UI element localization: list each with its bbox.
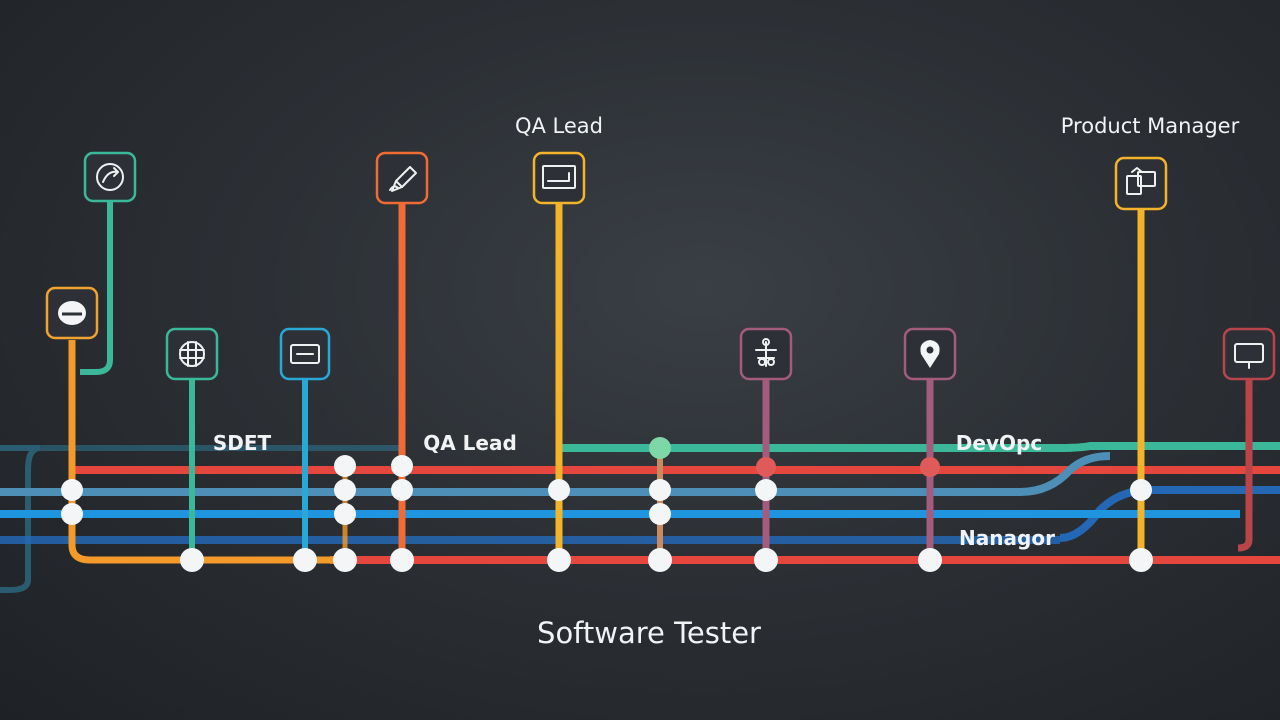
station-node — [391, 455, 413, 477]
station-node — [61, 479, 83, 501]
refresh-icon — [83, 151, 137, 203]
station-node — [548, 479, 570, 501]
station-node — [334, 479, 356, 501]
nodes — [61, 437, 1153, 572]
clipboard-icon — [1114, 156, 1168, 211]
station-node — [648, 548, 672, 572]
connector-display — [1237, 378, 1253, 552]
track-teal — [560, 442, 1280, 452]
label-qa-lead-mid: QA Lead — [423, 431, 517, 455]
station-node — [547, 548, 571, 572]
station-node — [1130, 479, 1152, 501]
station-node — [61, 503, 83, 525]
track-dark-teal — [0, 445, 41, 593]
presentation-icon — [532, 151, 586, 205]
label-product-manager: Product Manager — [1061, 114, 1240, 138]
station-node — [754, 548, 778, 572]
tracks — [0, 340, 1280, 593]
station-node-red — [756, 457, 776, 477]
label-software-tester: Software Tester — [537, 616, 761, 650]
station-node — [391, 479, 413, 501]
connector-refresh — [80, 200, 113, 375]
station-node — [755, 479, 777, 501]
label-qa-lead-top: QA Lead — [515, 114, 603, 138]
globe-icon — [165, 327, 219, 381]
station-node — [334, 503, 356, 525]
pen-icon — [375, 151, 429, 205]
station-node — [333, 548, 357, 572]
location-pin-icon — [903, 327, 957, 381]
label-sdet: SDET — [213, 431, 272, 455]
station-node — [649, 479, 671, 501]
labels: QA Lead Product Manager SDET QA Lead Dev… — [213, 114, 1240, 650]
track-slate — [0, 452, 1111, 496]
station-node — [293, 548, 317, 572]
label-manager: Nanagor — [959, 526, 1055, 550]
station-node — [180, 548, 204, 572]
station-node-teal — [649, 437, 671, 459]
icons — [45, 151, 1276, 381]
track-orange-lower — [68, 340, 345, 564]
station-node — [390, 548, 414, 572]
display-icon — [1222, 327, 1276, 381]
station-node — [334, 455, 356, 477]
station-node — [649, 503, 671, 525]
station-node — [918, 548, 942, 572]
monitor-icon — [279, 327, 331, 381]
label-devops: DevOpc — [956, 431, 1042, 455]
network-icon — [739, 327, 793, 381]
station-node-red — [920, 457, 940, 477]
station-node — [1129, 548, 1153, 572]
badge-icon — [45, 286, 99, 340]
